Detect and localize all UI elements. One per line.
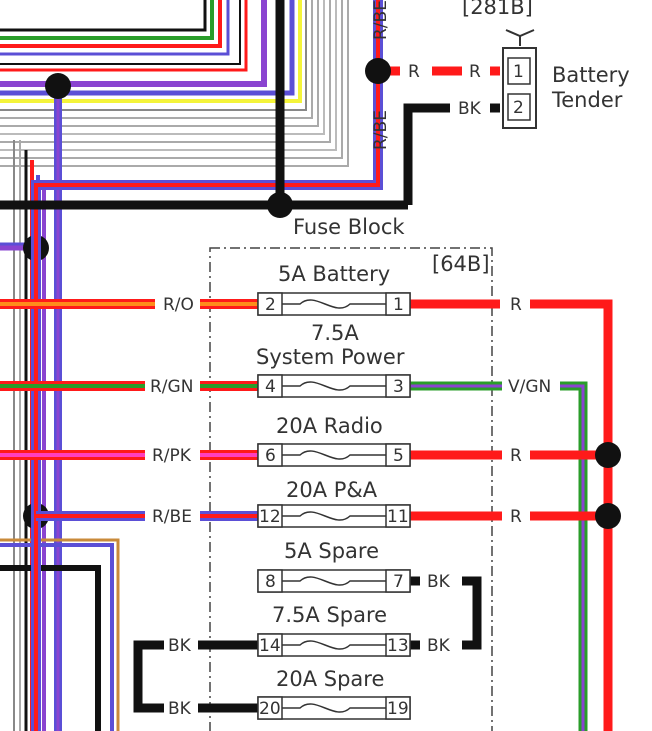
fuse-label: System Power [256, 345, 405, 369]
tender-pin-1: 1 [513, 62, 524, 82]
fuse-wire-labels: R/O R R/GN V/GN R/PK R R/BE R BK BK BK B… [150, 295, 551, 719]
fuse-row-5 [257, 569, 411, 593]
fuse-pin: 13 [387, 636, 409, 656]
fuse-row-6 [257, 633, 411, 657]
fuse-pin: 8 [265, 572, 276, 592]
fuse-pin: 6 [265, 446, 276, 466]
wire-label-r-be-top: R/BE [371, 0, 391, 40]
fuse-block-id: [64B] [432, 252, 490, 276]
fuse-pin: 14 [259, 636, 281, 656]
fuse-label: 20A Radio [276, 414, 383, 438]
fuse-row-4 [257, 504, 411, 528]
wire-label: V/GN [508, 377, 551, 397]
fuse-row-2 [257, 374, 411, 398]
fuse-label: 20A Spare [276, 667, 384, 691]
fuse-block: Fuse Block [64B] [209, 215, 493, 731]
tender-pin-2: 2 [513, 98, 524, 118]
fuse-pin: 2 [265, 295, 276, 315]
fuse-row-3 [257, 443, 411, 467]
fuse-right-wires [410, 299, 621, 731]
wire-label-r-be-mid: R/BE [371, 110, 391, 150]
fuse-symbols [257, 292, 411, 720]
wire-label-bk-tender: BK [458, 99, 482, 119]
fuse-pin: 11 [387, 507, 409, 527]
wire-label: R [510, 446, 522, 466]
tender-label-battery: Battery [552, 63, 630, 87]
wire-label-r-tender-left: R [408, 62, 420, 82]
fuse-label: 7.5A [311, 321, 359, 345]
fuse-pin: 12 [259, 507, 281, 527]
fuse-labels: 5A Battery 7.5A System Power 20A Radio 2… [256, 262, 405, 691]
wire-label-r-tender-right: R [469, 62, 481, 82]
fuse-pin: 4 [265, 377, 276, 397]
fuse-row-7 [257, 696, 411, 720]
fuse-pin: 5 [393, 446, 404, 466]
wire-label: R [510, 295, 522, 315]
fuse-pin: 1 [393, 295, 404, 315]
fuse-pin: 19 [387, 699, 409, 719]
wire-label: BK [427, 572, 451, 592]
fuse-pin: 3 [393, 377, 404, 397]
battery-tender-connector: [281B] 1 2 Battery Tender [462, 0, 630, 129]
fuse-left-wires [0, 299, 258, 713]
fuse-label: 7.5A Spare [272, 603, 387, 627]
fuse-block-title: Fuse Block [293, 215, 405, 239]
wire-label: BK [168, 636, 192, 656]
wire-label: R/O [163, 295, 194, 315]
wire-label: BK [168, 699, 192, 719]
wire-label: BK [427, 636, 451, 656]
fuse-pin: 7 [393, 572, 404, 592]
fuse-pin: 20 [259, 699, 281, 719]
wire-label: R/BE [152, 507, 192, 527]
wire-label: R [510, 507, 522, 527]
fuse-row-1 [257, 292, 411, 316]
wire-label: R/GN [150, 377, 193, 397]
tender-label-tender: Tender [551, 88, 623, 112]
fuse-label: 20A P&A [286, 478, 378, 502]
wire-label: R/PK [152, 446, 192, 466]
fuse-label: 5A Spare [284, 539, 379, 563]
fuse-pins: 2 1 4 3 6 5 12 11 8 7 14 13 20 19 [259, 295, 409, 719]
tender-connector-id: [281B] [462, 0, 533, 19]
fuse-label: 5A Battery [278, 262, 390, 286]
